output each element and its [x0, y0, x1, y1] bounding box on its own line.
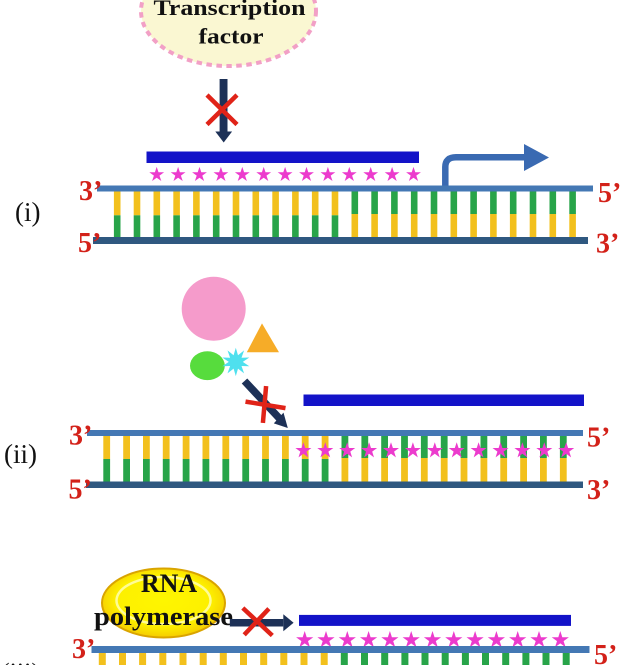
svg-text:RNA: RNA	[141, 569, 198, 598]
svg-text:3’: 3’	[596, 229, 619, 260]
svg-text:(i): (i)	[15, 197, 40, 227]
svg-text:3’: 3’	[587, 475, 610, 506]
svg-text:5’: 5’	[598, 178, 620, 209]
svg-text:Transcription: Transcription	[154, 0, 306, 20]
svg-text:5’: 5’	[69, 475, 92, 506]
svg-text:5’: 5’	[594, 640, 617, 665]
svg-text:polymerase: polymerase	[94, 602, 233, 631]
svg-text:5’: 5’	[587, 423, 610, 454]
svg-text:3’: 3’	[79, 176, 102, 207]
svg-text:(ii): (ii)	[4, 439, 37, 469]
svg-text:5’: 5’	[78, 228, 101, 259]
svg-text:3’: 3’	[69, 421, 92, 452]
svg-text:(iii): (iii)	[1, 658, 40, 665]
svg-text:3’: 3’	[72, 634, 95, 665]
svg-text:factor: factor	[199, 24, 264, 49]
